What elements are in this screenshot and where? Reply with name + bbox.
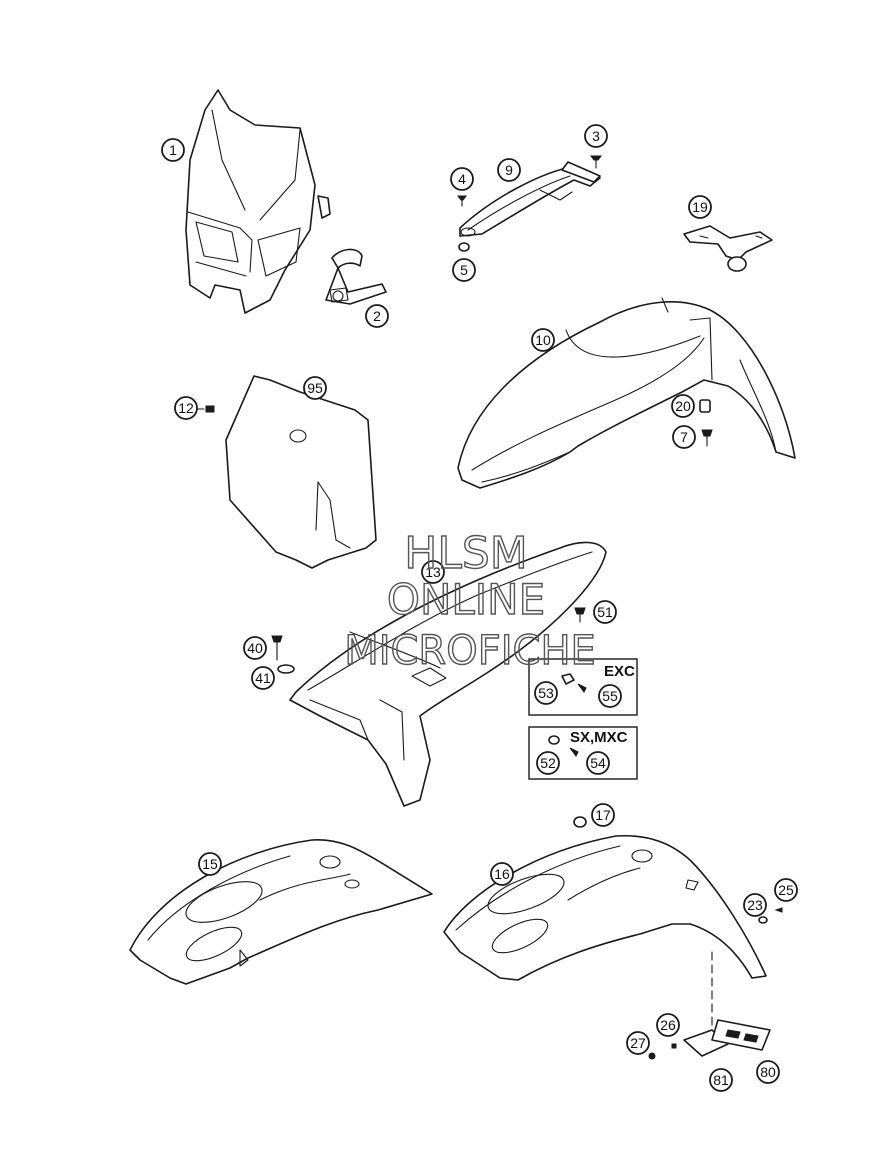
svg-text:80: 80 <box>760 1064 776 1080</box>
svg-text:25: 25 <box>778 882 794 898</box>
svg-text:9: 9 <box>505 162 513 178</box>
svg-text:5: 5 <box>460 262 468 278</box>
part-screw-40 <box>271 635 283 661</box>
svg-text:26: 26 <box>660 1017 676 1033</box>
callout-81: 81 <box>709 1068 733 1092</box>
callout-26: 26 <box>656 1013 680 1037</box>
part-80 <box>711 1019 771 1051</box>
part-rear-fender <box>289 541 607 807</box>
callout-3: 3 <box>584 124 608 148</box>
callout-2: 2 <box>365 304 389 328</box>
callout-9: 9 <box>497 158 521 182</box>
svg-text:52: 52 <box>540 755 556 771</box>
part-screw-51 <box>574 607 586 623</box>
part-27 <box>648 1052 656 1060</box>
svg-text:23: 23 <box>747 897 763 913</box>
callout-4: 4 <box>450 167 474 191</box>
callout-27: 27 <box>626 1031 650 1055</box>
callout-80: 80 <box>756 1060 780 1084</box>
watermark-line-3: MICROFICHE <box>344 628 596 674</box>
svg-text:3: 3 <box>592 128 600 144</box>
sx-mxc-box: SX,MXC <box>528 726 638 780</box>
svg-text:12: 12 <box>178 400 194 416</box>
callout-15: 15 <box>198 852 222 876</box>
part-screw-25 <box>774 907 783 913</box>
callout-54: 54 <box>586 751 610 775</box>
callout-23: 23 <box>743 893 767 917</box>
svg-text:53: 53 <box>538 685 554 701</box>
svg-text:54: 54 <box>590 755 606 771</box>
part-fender-16 <box>443 834 767 981</box>
part-number-plate <box>195 375 377 569</box>
part-nut <box>458 242 470 252</box>
svg-text:17: 17 <box>595 807 611 823</box>
callout-53: 53 <box>534 681 558 705</box>
callout-5: 5 <box>452 258 476 282</box>
part-screw-small <box>590 155 602 169</box>
part-front-fender <box>457 297 796 489</box>
part-washer-41 <box>277 664 295 674</box>
svg-text:40: 40 <box>247 640 263 656</box>
svg-text:41: 41 <box>255 670 271 686</box>
svg-text:4: 4 <box>458 171 466 187</box>
callout-1: 1 <box>161 138 185 162</box>
callout-95: 95 <box>303 376 327 400</box>
part-26 <box>671 1043 677 1049</box>
svg-text:15: 15 <box>202 856 218 872</box>
svg-text:55: 55 <box>602 688 618 704</box>
callout-52: 52 <box>536 751 560 775</box>
svg-text:2: 2 <box>373 308 381 324</box>
svg-text:81: 81 <box>713 1072 729 1088</box>
callout-17: 17 <box>591 803 615 827</box>
svg-text:19: 19 <box>692 199 708 215</box>
part-fender-15 <box>129 839 433 985</box>
callout-55: 55 <box>598 684 622 708</box>
watermark-line-1: HLSM <box>404 528 528 579</box>
svg-text:27: 27 <box>630 1035 646 1051</box>
svg-text:20: 20 <box>675 398 691 414</box>
svg-text:95: 95 <box>307 380 323 396</box>
part-nut-17 <box>573 816 587 828</box>
part-washer-23 <box>758 916 768 924</box>
svg-text:16: 16 <box>494 866 510 882</box>
svg-text:1: 1 <box>169 142 177 158</box>
callout-40: 40 <box>243 636 267 660</box>
svg-text:7: 7 <box>680 429 688 445</box>
part-clamp <box>325 248 387 305</box>
svg-text:13: 13 <box>425 564 441 580</box>
svg-text:51: 51 <box>597 604 613 620</box>
callout-16: 16 <box>490 862 514 886</box>
callout-19: 19 <box>688 195 712 219</box>
part-bracket <box>459 161 601 237</box>
watermark: HLSM ONLINE MICROFICHE <box>343 527 596 674</box>
exc-box: EXC <box>528 658 638 716</box>
callout-12: 12 <box>174 396 198 420</box>
watermark-line-2: ONLINE <box>387 575 545 624</box>
callout-51: 51 <box>593 600 617 624</box>
part-screw-small-2 <box>457 195 467 207</box>
callout-25: 25 <box>774 878 798 902</box>
exc-box-title: EXC <box>604 663 635 680</box>
callout-20: 20 <box>671 394 695 418</box>
sx-mxc-box-title: SX,MXC <box>570 729 628 746</box>
callout-13: 13 <box>421 560 445 584</box>
callout-10: 10 <box>531 328 555 352</box>
callout-41: 41 <box>251 666 275 690</box>
callout-7: 7 <box>672 425 696 449</box>
part-headlight-mask <box>185 89 331 314</box>
svg-text:10: 10 <box>535 332 551 348</box>
part-nut-20 <box>699 399 711 413</box>
part-screw-7 <box>701 429 713 447</box>
part-holder <box>683 225 773 272</box>
